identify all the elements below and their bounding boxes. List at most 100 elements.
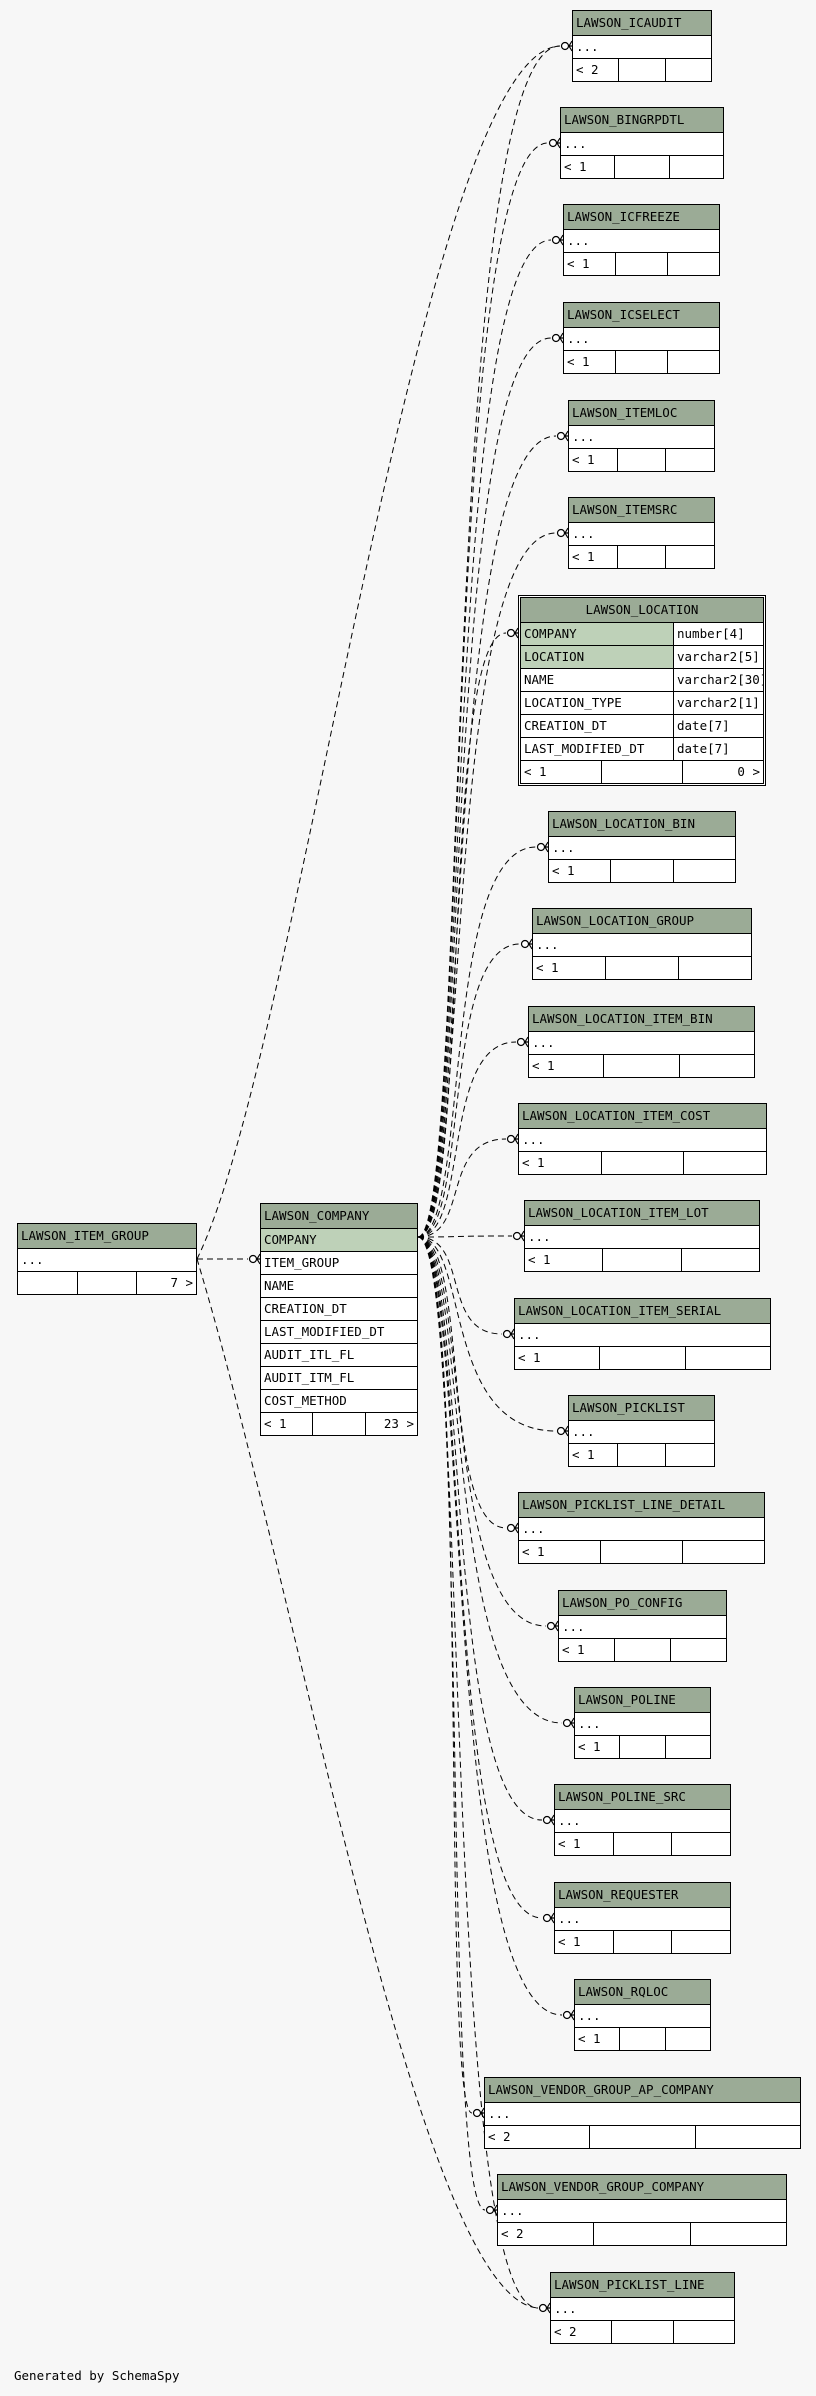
relationship-line	[417, 632, 507, 1238]
table-header: LAWSON_ITEMLOC	[569, 401, 714, 426]
children-count	[667, 351, 719, 373]
spacer	[603, 1055, 678, 1077]
table-lawson-location-item-cost[interactable]: LAWSON_LOCATION_ITEM_COST...< 1	[518, 1103, 767, 1175]
table-lawson-poline-src[interactable]: LAWSON_POLINE_SRC...< 1	[554, 1784, 731, 1856]
column-row: ...	[559, 1616, 726, 1639]
parents-count: < 1	[567, 354, 590, 369]
spacer	[605, 957, 678, 979]
table-lawson-picklist-line-detail[interactable]: LAWSON_PICKLIST_LINE_DETAIL...< 1	[518, 1492, 765, 1564]
table-lawson-location-item-lot[interactable]: LAWSON_LOCATION_ITEM_LOT...< 1	[524, 1200, 760, 1272]
table-lawson-rqloc[interactable]: LAWSON_RQLOC... < 1	[574, 1979, 711, 2051]
relationship-end-circle	[542, 1815, 552, 1825]
column-company: COMPANY	[261, 1229, 417, 1252]
children-count	[689, 2223, 786, 2245]
relationship-end-foot	[570, 1717, 575, 1729]
children-count	[684, 1347, 770, 1369]
table-lawson-vendor-group-company[interactable]: LAWSON_VENDOR_GROUP_COMPANY...< 2	[497, 2174, 787, 2246]
relationship-line	[417, 1236, 543, 1919]
table-header: LAWSON_COMPANY	[261, 1204, 417, 1229]
relationship-line	[417, 1138, 507, 1238]
children-count	[671, 1833, 730, 1855]
relationship-end-foot	[554, 1620, 559, 1632]
relationship-end-foot	[550, 1912, 555, 1924]
relationship-end-circle	[485, 2205, 495, 2215]
parents-count	[18, 1272, 77, 1294]
table-header: LAWSON_RQLOC	[575, 1980, 710, 2005]
relationship-end-circle	[520, 939, 530, 949]
parents-count: < 1	[578, 2031, 601, 2046]
column-row: ...	[569, 523, 714, 546]
table-footer: < 1	[519, 1541, 764, 1563]
relationship-end-foot	[564, 527, 569, 539]
column-last-modified-dt: LAST_MODIFIED_DT	[261, 1321, 417, 1344]
relationship-end-foot	[564, 430, 569, 442]
table-header: LAWSON_LOCATION_BIN	[549, 812, 735, 837]
column-row: ...	[575, 2005, 710, 2028]
table-lawson-po-config[interactable]: LAWSON_PO_CONFIG...< 1	[558, 1590, 727, 1662]
table-lawson-icaudit[interactable]: LAWSON_ICAUDIT...< 2	[572, 10, 712, 82]
relationship-end-circle	[562, 2010, 572, 2020]
column-cost-method: COST_METHOD	[261, 1390, 417, 1413]
table-lawson-location-item-serial[interactable]: LAWSON_LOCATION_ITEM_SERIAL...< 1	[514, 1298, 771, 1370]
table-lawson-itemloc[interactable]: LAWSON_ITEMLOC...< 1	[568, 400, 715, 472]
table-lawson-poline[interactable]: LAWSON_POLINE...< 1	[574, 1687, 711, 1759]
relationship-line	[417, 239, 552, 1238]
column-name: NAME	[261, 1275, 417, 1298]
table-footer: < 1	[525, 1249, 759, 1271]
column-creation-dt: CREATION_DT	[261, 1298, 417, 1321]
table-footer: < 1	[515, 1347, 770, 1369]
relationship-end-circle	[548, 138, 558, 148]
table-header: LAWSON_LOCATION_ITEM_COST	[519, 1104, 766, 1129]
spacer	[612, 1931, 672, 1953]
relationship-line	[417, 337, 552, 1238]
table-lawson-picklist[interactable]: LAWSON_PICKLIST...< 1	[568, 1395, 715, 1467]
parents-count: < 1	[572, 452, 595, 467]
relationship-end-circle	[506, 1134, 516, 1144]
table-lawson-location-item-bin[interactable]: LAWSON_LOCATION_ITEM_BIN...< 1	[528, 1006, 755, 1078]
parents-count: < 1	[264, 1416, 287, 1431]
relationship-end-circle	[516, 1037, 526, 1047]
table-lawson-company[interactable]: LAWSON_COMPANY COMPANY ITEM_GROUP NAME C…	[260, 1203, 418, 1436]
spacer	[312, 1413, 364, 1435]
relationship-end-foot	[514, 1522, 519, 1534]
column-name: COMPANY	[524, 626, 577, 641]
table-footer: < 1	[564, 253, 719, 275]
table-footer: < 1	[569, 449, 714, 471]
table-lawson-itemsrc[interactable]: LAWSON_ITEMSRC...< 1	[568, 497, 715, 569]
relationship-end-foot	[256, 1253, 261, 1265]
children-count	[678, 957, 751, 979]
spacer	[614, 1639, 670, 1661]
column-row: ...	[549, 837, 735, 860]
table-lawson-location-bin[interactable]: LAWSON_LOCATION_BIN...< 1	[548, 811, 736, 883]
table-lawson-picklist-line[interactable]: LAWSON_PICKLIST_LINE...< 2	[550, 2272, 735, 2344]
column-row: ...	[485, 2103, 800, 2126]
column-row: ...	[529, 1032, 754, 1055]
table-footer: < 1	[564, 351, 719, 373]
spacer	[599, 1347, 684, 1369]
column-audit-itl-fl: AUDIT_ITL_FL	[261, 1344, 417, 1367]
column-name: NAME	[524, 672, 555, 687]
table-lawson-icfreeze[interactable]: LAWSON_ICFREEZE...< 1	[563, 204, 720, 276]
parents-count: < 2	[576, 62, 599, 77]
table-lawson-bingrpdtl[interactable]: LAWSON_BINGRPDTL...< 1	[560, 107, 724, 179]
spacer	[602, 1249, 680, 1271]
relationship-end-foot	[559, 234, 564, 246]
relationship-line	[417, 1235, 513, 1238]
table-header: LAWSON_ICFREEZE	[564, 205, 719, 230]
parents-count: < 1	[522, 1544, 545, 1559]
table-lawson-requester[interactable]: LAWSON_REQUESTER...< 1	[554, 1882, 731, 1954]
table-header: LAWSON_LOCATION	[521, 598, 763, 623]
table-lawson-vendor-group-ap-company[interactable]: LAWSON_VENDOR_GROUP_AP_COMPANY...< 2	[484, 2077, 801, 2149]
relationship-line	[417, 846, 537, 1238]
table-lawson-icselect[interactable]: LAWSON_ICSELECT...< 1	[563, 302, 720, 374]
column-row: ...	[525, 1226, 759, 1249]
table-footer: < 1	[561, 156, 723, 178]
table-lawson-location-group[interactable]: LAWSON_LOCATION_GROUP...< 1	[532, 908, 752, 980]
table-footer: < 1	[549, 860, 735, 882]
table-lawson-item-group[interactable]: LAWSON_ITEM_GROUP ... 7 >	[17, 1223, 197, 1295]
relationship-line	[417, 1236, 547, 1627]
relationship-end-foot	[556, 137, 561, 149]
